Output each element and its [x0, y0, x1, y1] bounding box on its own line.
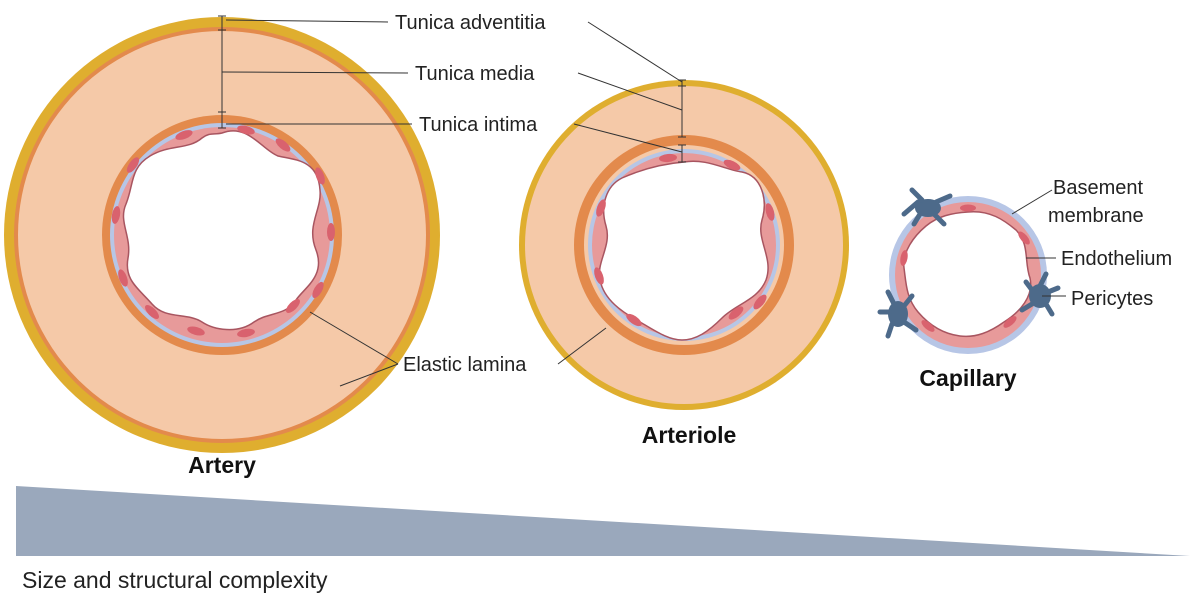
size-complexity-wedge	[16, 486, 1190, 556]
tunica-intima-label: Tunica intima	[419, 114, 538, 136]
tunica-media-label: Tunica media	[415, 63, 535, 85]
basement-membrane-annotation: Basement membrane	[1012, 177, 1144, 227]
tunica-adventitia-leader-arteriole	[588, 22, 682, 82]
arteriole: Arteriole	[519, 80, 849, 448]
artery-title: Artery	[188, 452, 256, 478]
pericytes-annotation: Pericytes	[1042, 288, 1153, 310]
basement-membrane-label-line1: Basement	[1053, 177, 1143, 199]
basement-membrane-label-line2: membrane	[1048, 205, 1144, 227]
artery-lumen	[123, 131, 320, 330]
arteriole-title: Arteriole	[642, 422, 737, 448]
size-complexity-caption: Size and structural complexity	[22, 567, 328, 593]
capillary-title: Capillary	[919, 365, 1016, 391]
elastic-lamina-label: Elastic lamina	[403, 354, 527, 376]
basement-membrane-leader	[1012, 190, 1052, 214]
endothelium-annotation: Endothelium	[1026, 248, 1172, 270]
pericytes-label: Pericytes	[1071, 288, 1153, 310]
capillary: Capillary	[880, 190, 1058, 391]
tunica-adventitia-label: Tunica adventitia	[395, 12, 546, 34]
endothelium-label: Endothelium	[1061, 248, 1172, 270]
